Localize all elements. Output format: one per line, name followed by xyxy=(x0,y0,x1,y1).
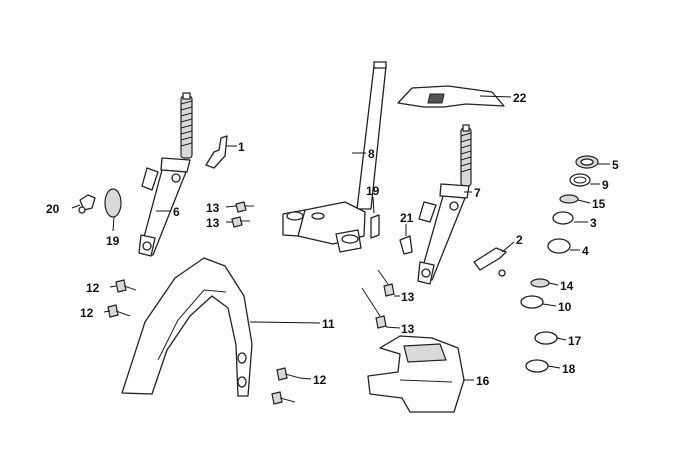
callout-13-d: 13 xyxy=(401,322,415,336)
bolt-12-a xyxy=(115,279,137,293)
callout-labels: 1 2 3 4 5 6 7 8 9 10 11 12 12 12 13 13 1… xyxy=(46,91,619,388)
bearing-stack xyxy=(520,155,599,373)
brake-hose-bracket-1 xyxy=(205,135,228,169)
reflector-19-right xyxy=(370,214,380,239)
callout-20: 20 xyxy=(46,202,60,216)
callout-13-a: 13 xyxy=(206,201,220,215)
callout-18: 18 xyxy=(562,362,576,376)
callout-7: 7 xyxy=(474,186,481,200)
callout-9: 9 xyxy=(602,178,609,192)
lower-cover xyxy=(367,335,465,413)
bolt-12-c xyxy=(271,367,301,405)
callout-19-b: 19 xyxy=(366,184,380,198)
bolt-13-a xyxy=(235,201,254,213)
callout-21: 21 xyxy=(400,211,414,225)
callout-14: 14 xyxy=(560,279,574,293)
callout-4: 4 xyxy=(582,244,589,258)
callout-10: 10 xyxy=(558,300,572,314)
steering-stem xyxy=(282,61,387,253)
right-fork-leg xyxy=(417,124,472,285)
left-fork-leg xyxy=(138,92,193,257)
callout-19-a: 19 xyxy=(106,234,120,248)
bolt-13-d xyxy=(361,287,387,329)
callout-13-b: 13 xyxy=(206,216,220,230)
callout-6: 6 xyxy=(173,205,180,219)
reflector-19-left xyxy=(104,188,122,218)
bolt-13-c xyxy=(377,269,395,297)
bracket-2 xyxy=(473,247,507,277)
bolt-12-b xyxy=(107,304,131,318)
clamp-21 xyxy=(399,235,413,255)
callout-15: 15 xyxy=(592,197,606,211)
callout-16: 16 xyxy=(476,374,490,388)
callout-12-b: 12 xyxy=(80,306,94,320)
callout-11: 11 xyxy=(322,317,335,331)
callout-12-c: 12 xyxy=(313,373,327,387)
callout-17: 17 xyxy=(568,334,582,348)
bolt-13-b xyxy=(231,216,250,228)
callout-22: 22 xyxy=(513,91,527,105)
top-cover xyxy=(397,85,505,108)
callout-13-c: 13 xyxy=(401,290,415,304)
callout-12-a: 12 xyxy=(86,281,100,295)
callout-3: 3 xyxy=(590,216,597,230)
callout-1: 1 xyxy=(238,140,245,154)
clamp-20 xyxy=(78,194,96,214)
callout-8: 8 xyxy=(368,147,375,161)
front-fender xyxy=(121,257,253,397)
callout-5: 5 xyxy=(612,158,619,172)
callout-2: 2 xyxy=(516,233,523,247)
leader-lines xyxy=(71,95,610,381)
